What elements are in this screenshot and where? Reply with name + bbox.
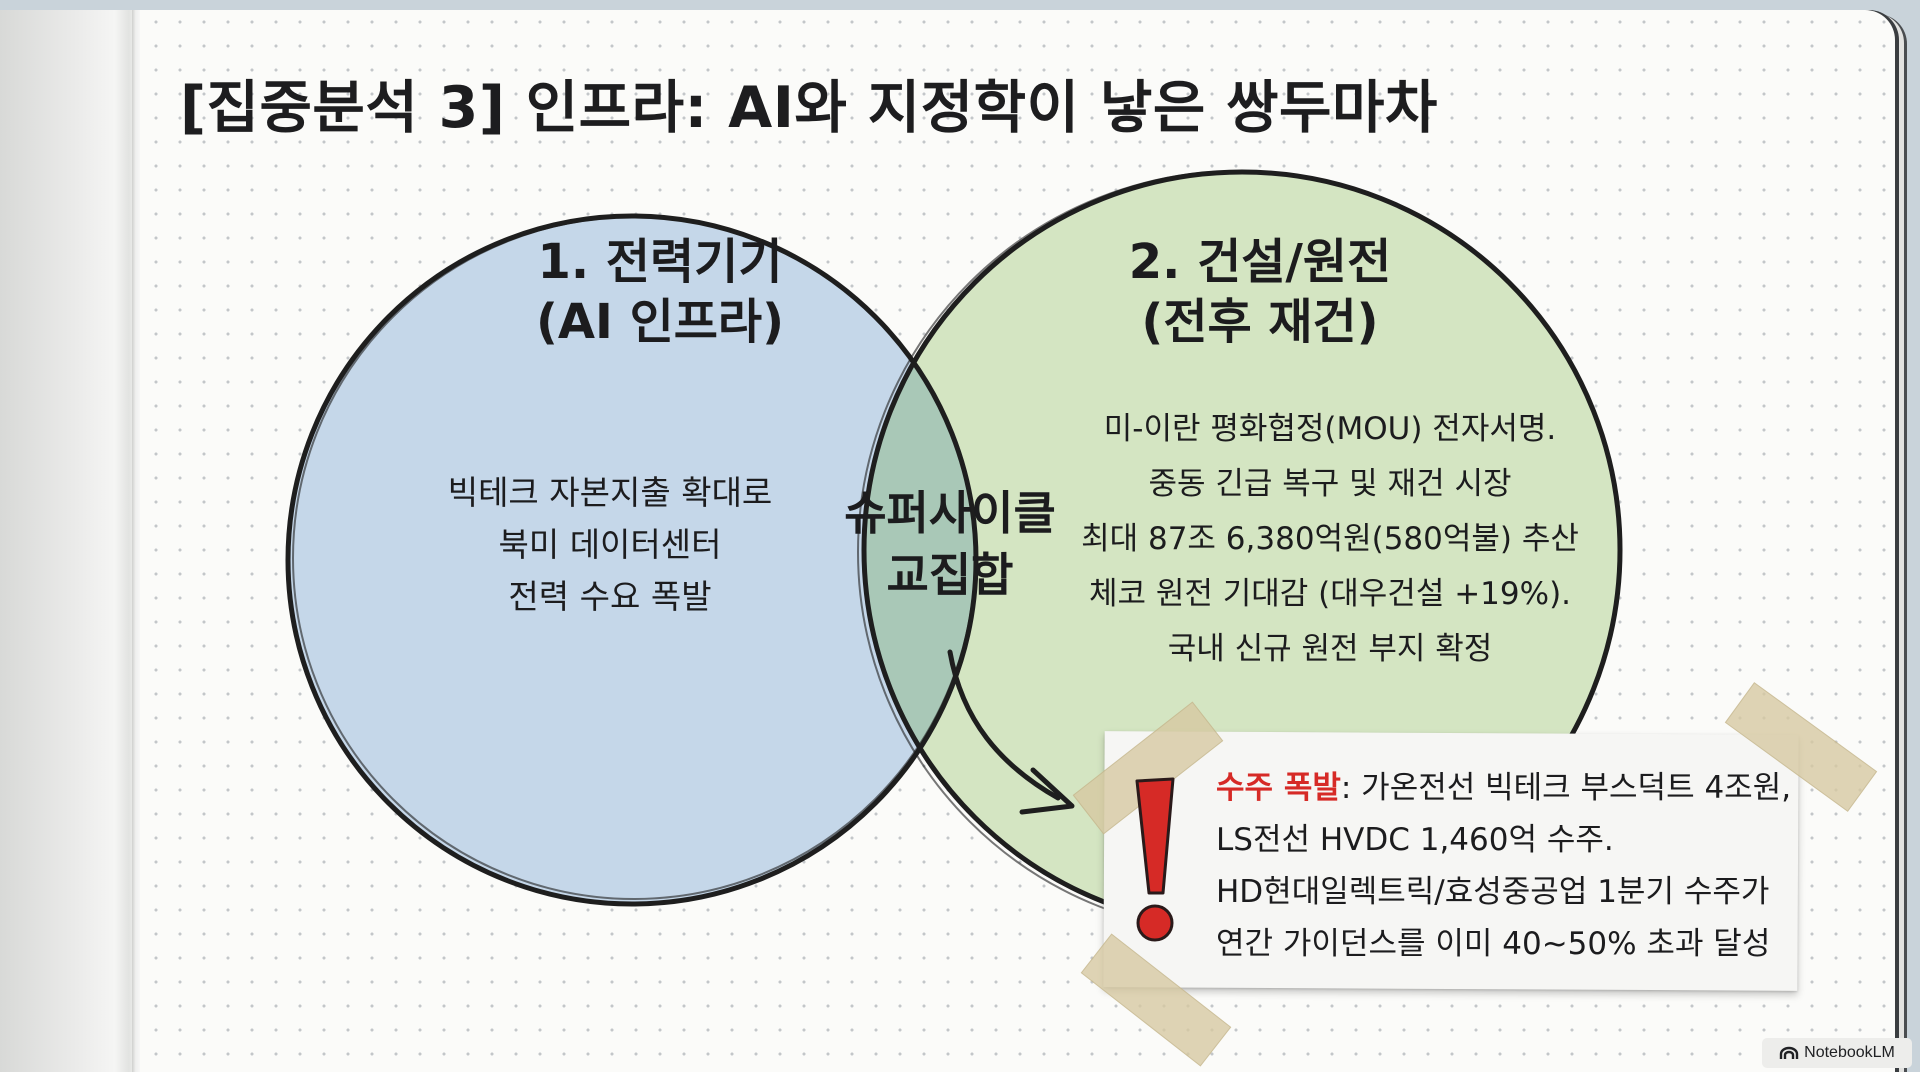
left-body-line: 북미 데이터센터 — [498, 525, 722, 564]
right-circle-heading: 2. 건설/원전 (전후 재건) — [1060, 232, 1460, 352]
right-body-line: 중동 긴급 복구 및 재건 시장 — [1148, 466, 1512, 502]
callout-line2: LS전선 HVDC 1,460억 수주. — [1216, 822, 1614, 858]
intersection-line2: 교집합 — [886, 548, 1014, 602]
callout-arrowhead — [1019, 767, 1075, 815]
callout-line4: 연간 가이던스를 이미 40~50% 초과 달성 — [1216, 926, 1771, 962]
right-body-line: 미-이란 평화협정(MOU) 전자서명. — [1103, 411, 1557, 447]
right-body-line: 체코 원전 기대감 (대우건설 +19%). — [1088, 576, 1572, 612]
left-heading-line2: (AI 인프라) — [535, 294, 785, 350]
notebook-spine — [0, 10, 140, 1072]
brand-label: NotebookLM — [1804, 1044, 1895, 1061]
right-body-line: 최대 87조 6,380억원(580억불) 추산 — [1081, 521, 1579, 557]
callout-line3: HD현대일렉트릭/효성중공업 1분기 수주가 — [1216, 874, 1770, 910]
notebooklm-logo-icon — [1779, 1046, 1799, 1059]
left-circle-body: 빅테크 자본지출 확대로 북미 데이터센터 전력 수요 폭발 — [400, 467, 820, 623]
notebooklm-badge: NotebookLM — [1762, 1038, 1912, 1068]
right-heading-line2: (전후 재건) — [1141, 294, 1379, 350]
intersection-line1: 슈퍼사이클 — [844, 486, 1056, 540]
callout-line1-rest: : 가온전선 빅테크 부스덕트 4조원, — [1340, 770, 1792, 806]
left-circle-outline-sketch — [292, 216, 976, 900]
left-body-line: 빅테크 자본지출 확대로 — [447, 473, 773, 512]
callout-text: 수주 폭발: 가온전선 빅테크 부스덕트 4조원, LS전선 HVDC 1,46… — [1216, 762, 1791, 970]
callout-arrow — [947, 649, 1061, 801]
left-body-line: 전력 수요 폭발 — [508, 577, 712, 616]
right-heading-line1: 2. 건설/원전 — [1128, 234, 1392, 290]
exclamation-icon — [1135, 777, 1175, 942]
intersection-label: 슈퍼사이클 교집합 — [830, 482, 1070, 606]
left-heading-line1: 1. 전력기기 — [537, 234, 783, 290]
left-circle — [288, 216, 976, 904]
left-circle-heading: 1. 전력기기 (AI 인프라) — [480, 232, 840, 352]
notebook-gutter — [132, 10, 136, 1072]
callout-highlight: 수주 폭발 — [1216, 770, 1341, 806]
page-title: [집중분석 3] 인프라: AI와 지정학이 낳은 쌍두마차 — [180, 75, 1438, 141]
right-circle-body: 미-이란 평화협정(MOU) 전자서명. 중동 긴급 복구 및 재건 시장 최대… — [1060, 402, 1600, 677]
left-circle-outline — [285, 213, 979, 907]
right-body-line: 국내 신규 원전 부지 확정 — [1167, 631, 1493, 667]
callout-line1: 수주 폭발: 가온전선 빅테크 부스덕트 4조원, — [1216, 762, 1791, 814]
